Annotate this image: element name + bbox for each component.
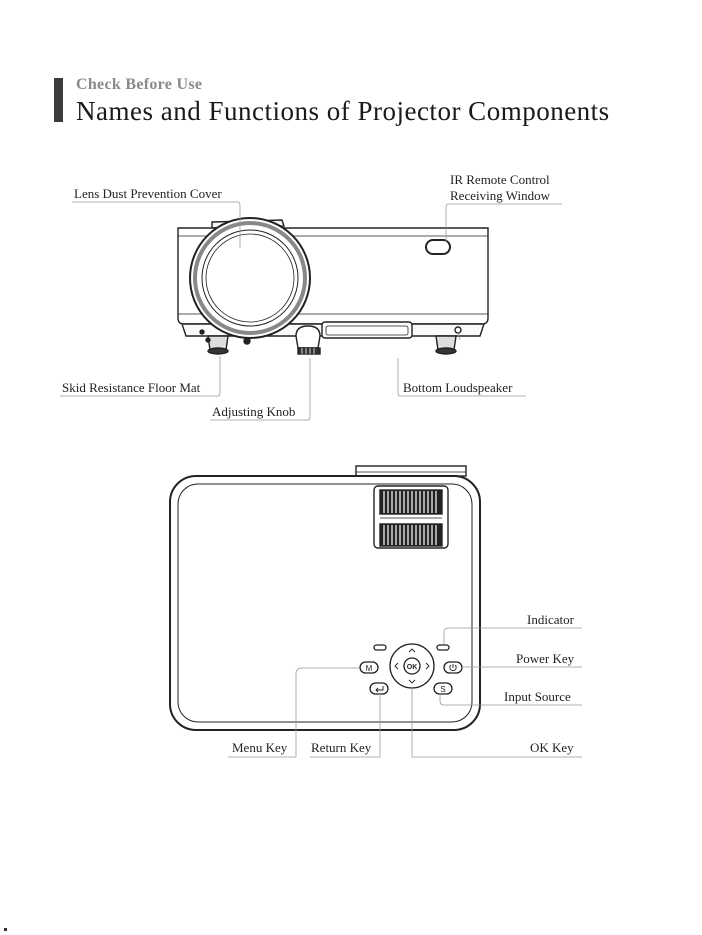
source-button-glyph: S: [440, 685, 445, 694]
menu-button-glyph: M: [366, 664, 373, 673]
power-key-label: Power Key: [516, 651, 574, 666]
loudspeaker-label: Bottom Loudspeaker: [403, 380, 512, 395]
adjusting-knob-label: Adjusting Knob: [212, 404, 295, 419]
indicator-label: Indicator: [527, 612, 574, 627]
page-corner-mark: [4, 928, 7, 931]
floor-mat-label: Skid Resistance Floor Mat: [62, 380, 200, 395]
front-view-projector: [178, 218, 488, 354]
ok-button-glyph: OK: [407, 664, 418, 671]
ok-key-label: OK Key: [530, 740, 574, 755]
input-source-label: Input Source: [504, 689, 571, 704]
ir-window-label-line2: Receiving Window: [450, 188, 550, 203]
lens-cover-label: Lens Dust Prevention Cover: [74, 186, 222, 201]
top-view-projector: [170, 466, 480, 730]
ir-window-label-line1: IR Remote Control: [450, 172, 550, 187]
menu-key-label: Menu Key: [232, 740, 287, 755]
return-key-label: Return Key: [311, 740, 371, 755]
